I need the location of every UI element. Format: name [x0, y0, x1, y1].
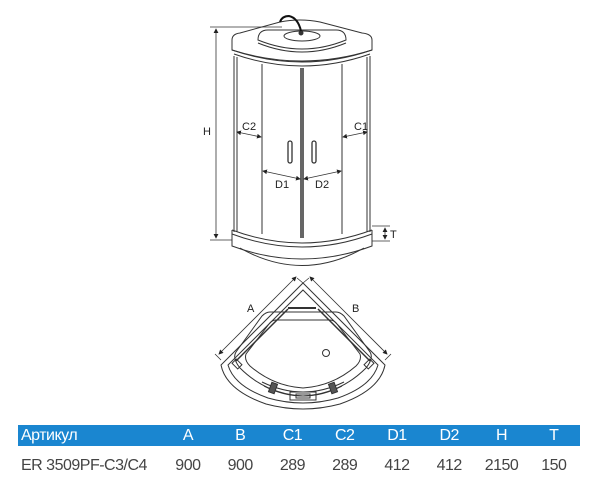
- ab-dimensions: [214, 276, 392, 361]
- cell-h: 2150: [484, 457, 519, 474]
- label-b: B: [352, 303, 359, 315]
- height-dimension: [210, 26, 282, 241]
- header-d1: D1: [370, 425, 424, 446]
- label-d2: D2: [315, 179, 329, 191]
- cell-d1: 412: [384, 457, 410, 474]
- shower-cabin-drawing: H T C2 C1 D1 D2: [203, 14, 397, 410]
- cell-a: 900: [175, 457, 201, 474]
- table-row: ER 3509PF-C3/C4 900 900 289 289 412 412 …: [18, 446, 580, 486]
- cell-c1: 289: [279, 457, 306, 474]
- cell-t: 150: [541, 457, 567, 474]
- label-c1: C1: [354, 121, 368, 133]
- label-t: T: [390, 229, 397, 241]
- top-view: [220, 282, 386, 410]
- spec-table: Артикул A B C1 C2 D1 D2 H T ER 3509PF-C3…: [18, 425, 580, 486]
- cell-d2: 412: [436, 457, 463, 474]
- header-t: T: [527, 425, 580, 446]
- header-a: A: [161, 425, 215, 446]
- label-c2: C2: [242, 121, 256, 133]
- table-header-row: Артикул A B C1 C2 D1 D2 H T: [18, 425, 580, 446]
- tray-dimension: [372, 225, 390, 242]
- cell-c2: 289: [332, 457, 358, 474]
- label-h: H: [203, 126, 211, 138]
- header-c1: C1: [266, 425, 319, 446]
- label-d1: D1: [275, 179, 289, 191]
- c-dimensions: [236, 130, 368, 181]
- cell-b: 900: [227, 457, 254, 474]
- label-a: A: [247, 303, 255, 315]
- header-h: H: [475, 425, 528, 446]
- front-view: [231, 14, 373, 266]
- header-b: B: [214, 425, 267, 446]
- header-d2: D2: [423, 425, 476, 446]
- header-c2: C2: [318, 425, 371, 446]
- cell-article: ER 3509PF-C3/C4: [21, 457, 147, 474]
- header-article: Артикул: [18, 425, 162, 446]
